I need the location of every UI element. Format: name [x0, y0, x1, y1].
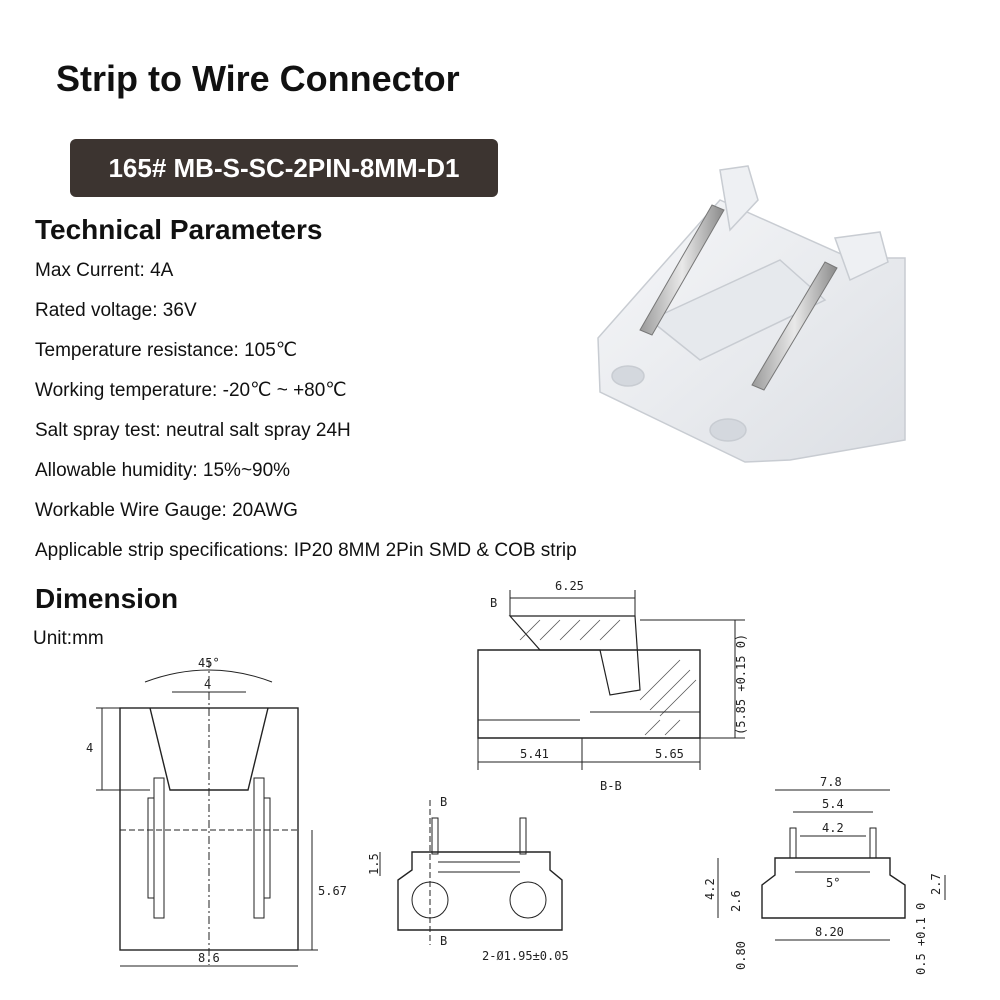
side-bottom-width: 8.20 [815, 925, 844, 939]
front-view-drawing: B B 1.5 2-Ø1.95±0.05 [367, 795, 569, 963]
side-base: 0.80 [734, 941, 748, 970]
top-height-right: 5.67 [318, 884, 347, 898]
unit-label: Unit:mm [33, 628, 104, 649]
front-label-b-bottom: B [440, 934, 447, 948]
side-w2: 5.4 [822, 797, 844, 811]
top-width: 8.6 [198, 951, 220, 965]
side-w1: 7.8 [820, 775, 842, 789]
section-left-width: 5.41 [520, 747, 549, 761]
front-holes: 2-Ø1.95±0.05 [482, 949, 569, 963]
param-rated-voltage: Rated voltage: 36V [35, 300, 197, 321]
technical-heading: Technical Parameters [35, 214, 323, 245]
param-working-temperature: Working temperature: -20℃ ~ +80℃ [35, 380, 347, 401]
top-angle: 45° [198, 656, 220, 670]
param-max-current: Max Current: 4A [35, 260, 174, 281]
param-humidity: Allowable humidity: 15%~90% [35, 460, 291, 481]
section-height: (5.85 +0.15 0) [734, 634, 748, 735]
model-badge: 165# MB-S-SC-2PIN-8MM-D1 [70, 139, 498, 197]
front-label-b-top: B [440, 795, 447, 809]
dimension-heading: Dimension [35, 583, 179, 614]
param-temperature-resistance: Temperature resistance: 105℃ [35, 340, 298, 361]
section-caption: B-B [600, 779, 622, 793]
section-top-width: 6.25 [555, 579, 584, 593]
top-inner-width: 4 [204, 677, 211, 691]
page-title: Strip to Wire Connector [56, 58, 460, 99]
param-salt-spray: Salt spray test: neutral salt spray 24H [35, 420, 351, 441]
front-height: 1.5 [367, 853, 381, 875]
parameter-list: Max Current: 4A Rated voltage: 36V Tempe… [35, 258, 577, 578]
section-right-width: 5.65 [655, 747, 684, 761]
side-tolerance: 0.5 +0.1 0 [914, 903, 928, 975]
side-view-drawing: 7.8 5.4 4.2 5° 4.2 2.6 2.7 8.20 0.80 0.5… [703, 775, 946, 975]
param-strip-spec: Applicable strip specifications: IP20 8M… [35, 540, 577, 561]
param-wire-gauge: Workable Wire Gauge: 20AWG [35, 500, 298, 521]
side-angle: 5° [826, 876, 840, 890]
section-label-b: B [490, 596, 497, 610]
side-h3: 2.7 [929, 873, 943, 895]
side-w3: 4.2 [822, 821, 844, 835]
top-view-drawing: 45° 4 4 5.67 8.6 [86, 656, 347, 967]
top-height-left: 4 [86, 741, 93, 755]
side-h2: 2.6 [729, 890, 743, 912]
section-view-drawing: B 6.25 (5.85 +0.15 0) 5.41 5.65 B-B [477, 579, 748, 793]
side-h1: 4.2 [703, 878, 717, 900]
